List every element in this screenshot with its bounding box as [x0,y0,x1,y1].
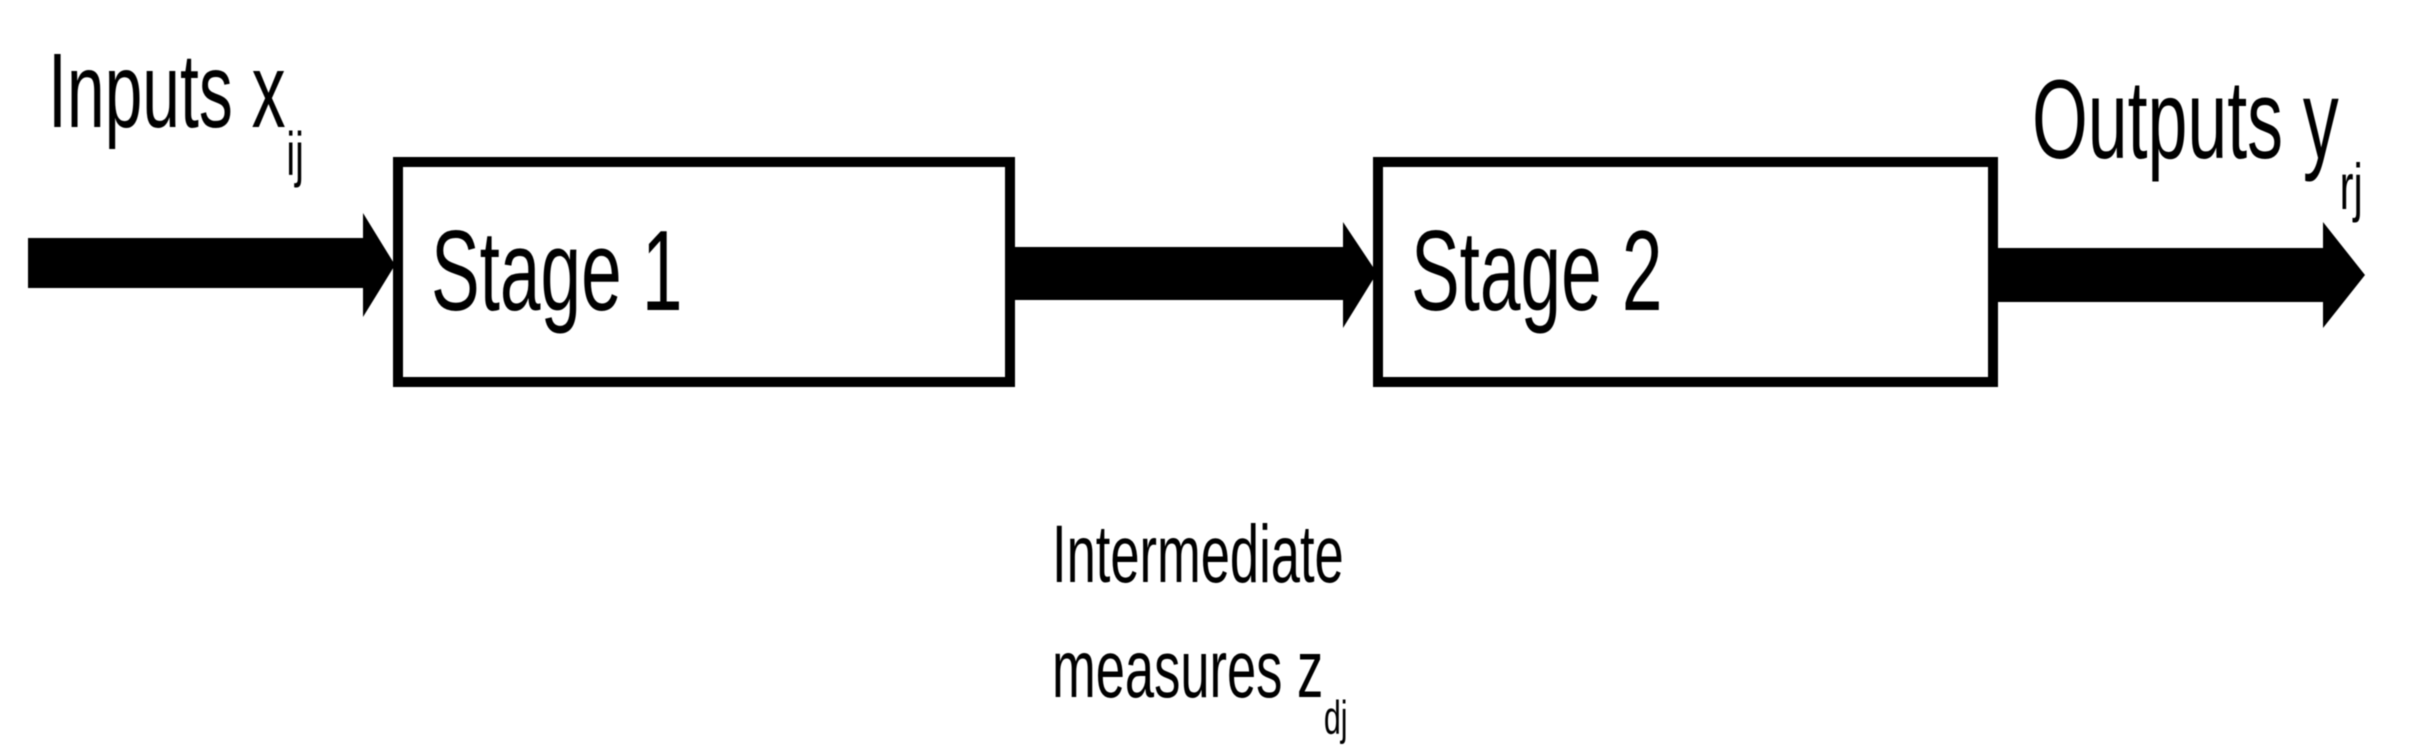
stage2-label: Stage 2 [1411,208,1663,335]
stage1-box: Stage 1 [393,157,1015,387]
input-arrow-icon [28,213,395,317]
output-arrow-shape [1998,222,2365,328]
intermediate-label-line1: Intermediate [1052,509,1344,600]
input-arrow-shape [28,213,395,317]
outputs-label-subscript: rj [2339,149,2363,223]
intermediate-label-subscript: dj [1323,692,1348,745]
intermediate-measures-label: Intermediate measures zdj [1052,497,1514,745]
stage2-box: Stage 2 [1373,157,1998,387]
intermediate-arrow-icon [1015,222,1377,328]
outputs-label-text: Outputs yrj [2032,64,2363,219]
intermediate-label-line2: measures z [1052,624,1324,715]
intermediate-label-line2-wrap: measures zdj [1052,612,1348,745]
inputs-label-subscript: ij [286,120,304,189]
stage1-label: Stage 1 [431,208,683,335]
intermediate-arrow-shape [1015,222,1377,328]
inputs-label-text: Inputs xij [48,38,304,185]
output-arrow-icon [1998,222,2365,328]
outputs-label-main: Outputs y [2032,57,2339,182]
inputs-label: Inputs xij [48,38,448,185]
outputs-label: Outputs yrj [2032,64,2420,219]
inputs-label-main: Inputs x [48,32,286,150]
